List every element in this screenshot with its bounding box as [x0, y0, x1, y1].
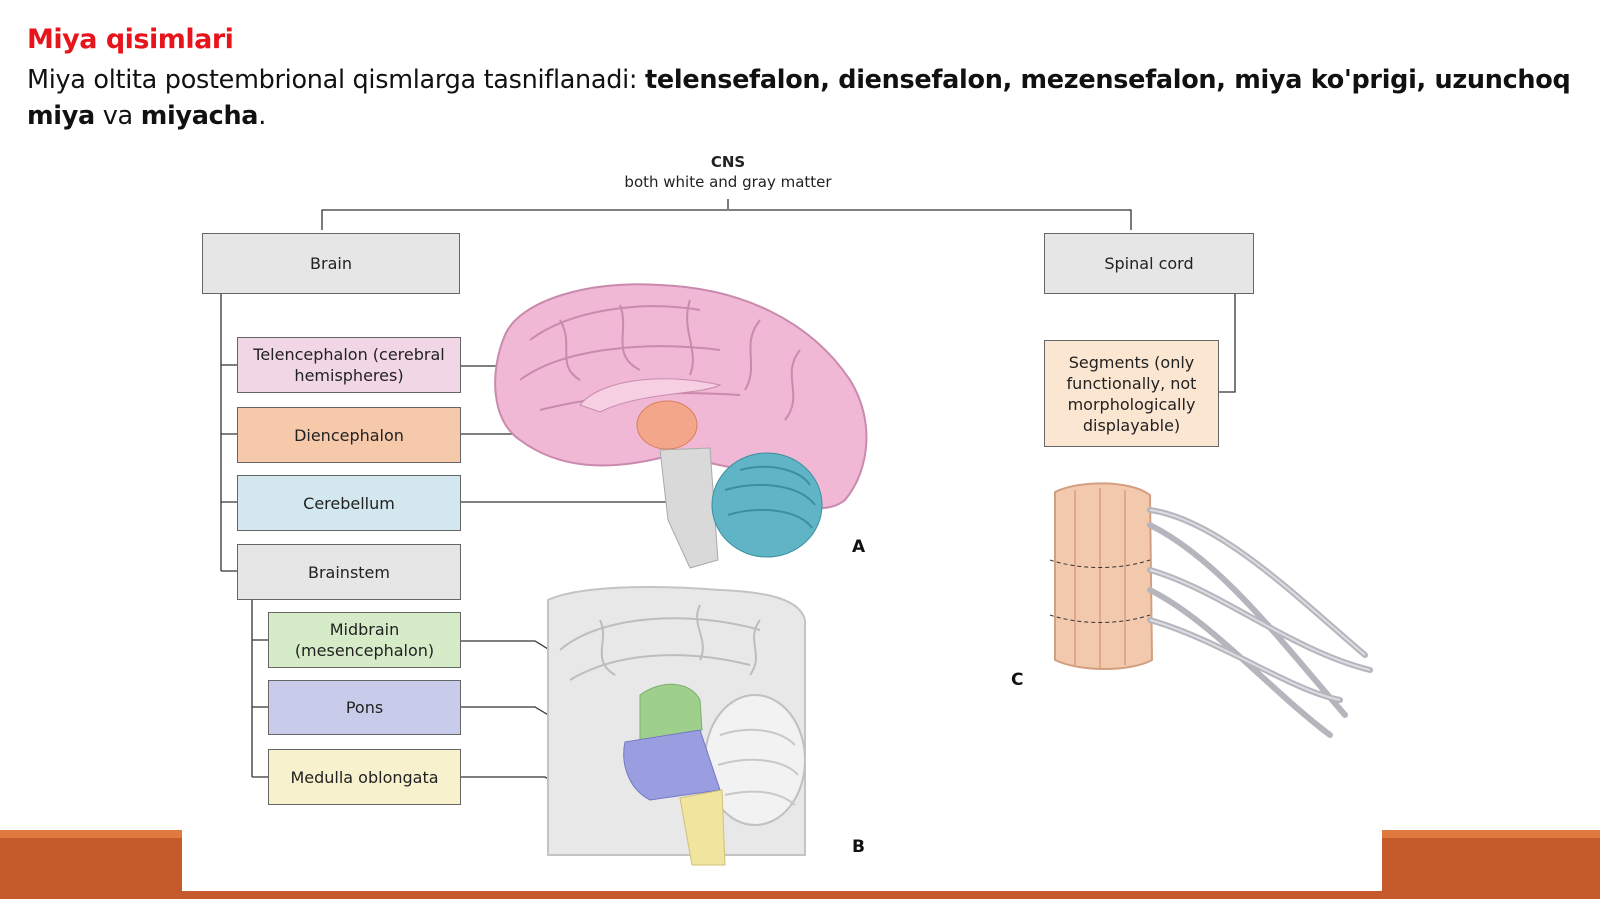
intro-last-part: miyacha [140, 101, 259, 131]
brain-illustration-a [494, 283, 868, 569]
cerebellum-box: Cerebellum [237, 475, 461, 531]
footer-bar-left [0, 838, 182, 899]
brain-illustration-b [547, 586, 806, 866]
cns-title: CNS [710, 153, 746, 171]
intro-conjunction: va [94, 101, 141, 131]
figure-label-a: A [852, 537, 866, 557]
brain-box: Brain [202, 233, 460, 294]
intro-end: . [258, 101, 267, 131]
cns-heading: CNS both white and gray matter [560, 152, 896, 192]
footer-bar-right [1382, 838, 1600, 899]
midbrain-box: Midbrain (mesencephalon) [268, 612, 461, 668]
footer-bar-left-accent [0, 830, 182, 838]
footer-bottom-line [0, 891, 1600, 899]
intro-lead: Miya oltita postembrional qismlarga tasn… [27, 65, 646, 95]
pons-box: Pons [268, 680, 461, 735]
diencephalon-box: Diencephalon [237, 407, 461, 463]
footer-bar-right-accent [1382, 830, 1600, 838]
spinal-cord-box: Spinal cord [1044, 233, 1254, 294]
spinal-cord-illustration-c [1049, 482, 1373, 738]
telencephalon-box: Telencephalon (cerebral hemispheres) [237, 337, 461, 393]
segments-box: Segments (only functionally, not morphol… [1044, 340, 1219, 447]
slide-intro-text: Miya oltita postembrional qismlarga tasn… [27, 62, 1572, 134]
figure-label-b: B [852, 837, 865, 857]
slide-title: Miya qisimlari [27, 24, 234, 55]
intro-parts: telensefalon, diensefalon, mezensefalon,… [27, 65, 1571, 131]
brainstem-box: Brainstem [237, 544, 461, 600]
figure-label-c: C [1011, 670, 1024, 690]
medulla-box: Medulla oblongata [268, 749, 461, 805]
cns-subtitle: both white and gray matter [624, 173, 832, 191]
